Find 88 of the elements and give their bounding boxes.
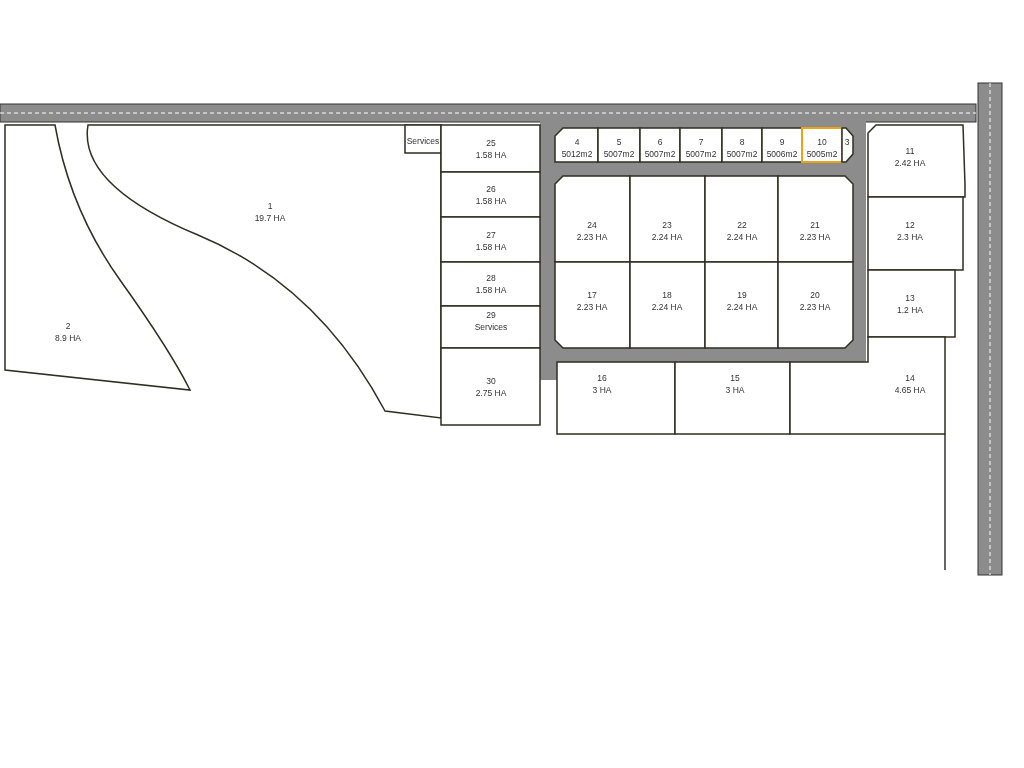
lot-area: 1.2 HA: [897, 304, 923, 316]
land-lot: [555, 262, 630, 348]
lot-number: 3: [844, 136, 850, 148]
lot-number: 12: [904, 219, 916, 231]
land-lot: [640, 128, 680, 162]
land-lot: [405, 125, 441, 153]
land-lot: [441, 348, 540, 425]
lot-area: 5007m2: [726, 148, 758, 160]
lot-number: 10: [816, 136, 828, 148]
lot-area: 3 HA: [725, 384, 745, 396]
land-lot: [441, 306, 540, 348]
land-lot: [630, 176, 705, 262]
land-lot: [557, 362, 675, 434]
lot-number: 26: [485, 183, 497, 195]
lot-area: 5005m2: [806, 148, 838, 160]
lot-area: 1.58 HA: [475, 284, 507, 296]
land-lot: [722, 128, 762, 162]
land-lot: [778, 176, 853, 262]
lot-number: 23: [661, 219, 673, 231]
lot-number: 7: [697, 136, 705, 148]
lot-area: 5007m2: [603, 148, 635, 160]
lot-number: 4: [573, 136, 581, 148]
land-lot: [555, 128, 598, 162]
lot-area: 2.42 HA: [894, 157, 926, 169]
land-lot: [441, 172, 540, 217]
lot-number: 29: [485, 309, 497, 321]
lot-number: 11: [904, 145, 916, 157]
land-lot: [441, 217, 540, 262]
lot-number: 17: [586, 289, 598, 301]
land-lot: [705, 176, 778, 262]
lot-area: 5006m2: [766, 148, 798, 160]
lot-area: 2.24 HA: [651, 301, 683, 313]
lot-number: 24: [586, 219, 598, 231]
lot-area: 2.23 HA: [576, 301, 608, 313]
lot-area: 2.23 HA: [799, 231, 831, 243]
lot-number: 25: [485, 137, 497, 149]
land-lot: [675, 362, 790, 434]
lot-number: 1: [266, 200, 274, 212]
lot-number: 6: [656, 136, 664, 148]
lot-number: 19: [736, 289, 748, 301]
lot-area: 2.24 HA: [651, 231, 683, 243]
lot-number: 14: [904, 372, 916, 384]
lot-area: 2.24 HA: [726, 231, 758, 243]
lot-area: 5007m2: [644, 148, 676, 160]
land-lot: [790, 337, 945, 434]
lot-number: 20: [809, 289, 821, 301]
land-lot: [598, 128, 640, 162]
lot-area: 4.65 HA: [894, 384, 926, 396]
lot-area: 2.3 HA: [897, 231, 923, 243]
lot-area: 5007m2: [685, 148, 717, 160]
lot-number: 27: [485, 229, 497, 241]
lot-number: Services: [406, 135, 440, 147]
land-lot: [868, 125, 965, 197]
lot-area: 8.9 HA: [55, 332, 81, 344]
lot-number: 28: [485, 272, 497, 284]
land-lot: [705, 262, 778, 348]
lot-number: 16: [596, 372, 608, 384]
land-lot: [762, 128, 802, 162]
land-lot: [630, 262, 705, 348]
land-lot: [555, 176, 630, 262]
lot-area: 2.23 HA: [799, 301, 831, 313]
lot-area: 2.75 HA: [475, 387, 507, 399]
lot-number: 15: [729, 372, 741, 384]
lot-area: Services: [474, 321, 508, 333]
lot-number: 30: [485, 375, 497, 387]
land-lot: [778, 262, 853, 348]
lot-area: 2.24 HA: [726, 301, 758, 313]
lot-number: 18: [661, 289, 673, 301]
lot-number: 8: [738, 136, 746, 148]
land-lot: [441, 125, 540, 172]
lot-number: 13: [904, 292, 916, 304]
lot-area: 1.58 HA: [475, 241, 507, 253]
lot-number: 5: [615, 136, 623, 148]
lot-area: 3 HA: [592, 384, 612, 396]
lot-area: 2.23 HA: [576, 231, 608, 243]
lot-number: 21: [809, 219, 821, 231]
land-lot: [680, 128, 722, 162]
lot-area: 1.58 HA: [475, 195, 507, 207]
land-lot: [441, 262, 540, 306]
land-lot: [868, 197, 963, 270]
lot-area: 5012m2: [561, 148, 593, 160]
lot-number: 22: [736, 219, 748, 231]
land-lot: [868, 270, 955, 337]
land-lot: [5, 125, 191, 391]
lot-area: 1.58 HA: [475, 149, 507, 161]
lot-number: 2: [64, 320, 72, 332]
lot-number: 9: [778, 136, 786, 148]
lot-area: 19.7 HA: [254, 212, 286, 224]
